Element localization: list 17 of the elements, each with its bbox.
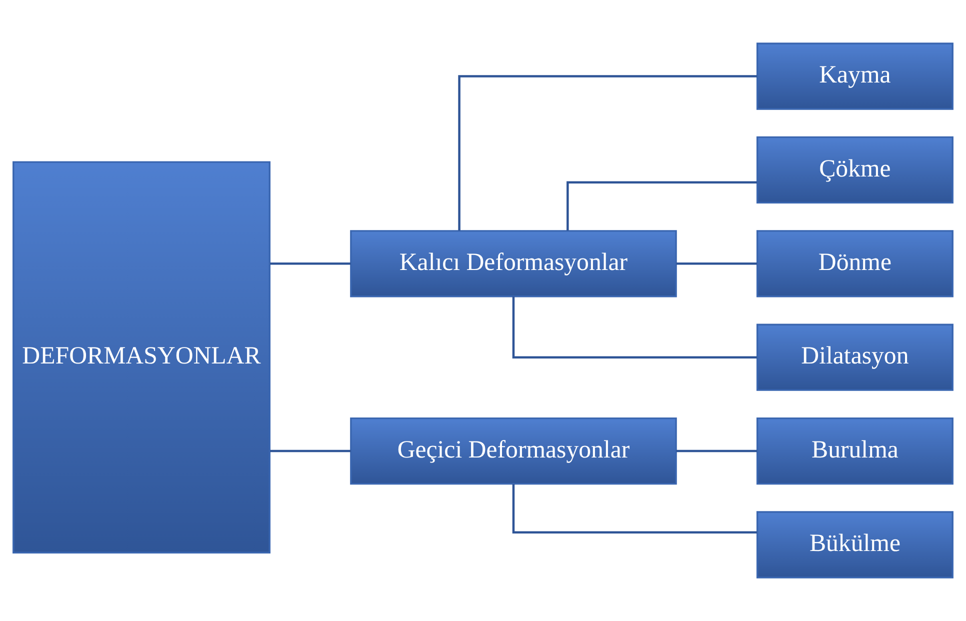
- node-box: Kayma: [756, 42, 954, 110]
- connector: [270, 262, 351, 265]
- connector: [458, 75, 758, 231]
- node-box: Dilatasyon: [756, 324, 954, 391]
- node-box: Çökme: [756, 136, 954, 204]
- connector: [270, 450, 351, 452]
- connector: [566, 181, 758, 231]
- node-box: Geçici Deformasyonlar: [350, 417, 677, 485]
- node-box: Burulma: [756, 417, 954, 485]
- connector: [676, 450, 758, 452]
- node-box: Bükülme: [756, 511, 954, 578]
- connector: [512, 296, 758, 358]
- node-box: Kalıcı Deformasyonlar: [350, 230, 677, 298]
- connector: [512, 484, 758, 534]
- connector: [676, 262, 758, 265]
- node-box: DEFORMASYONLAR: [12, 161, 270, 554]
- node-box: Dönme: [756, 230, 954, 298]
